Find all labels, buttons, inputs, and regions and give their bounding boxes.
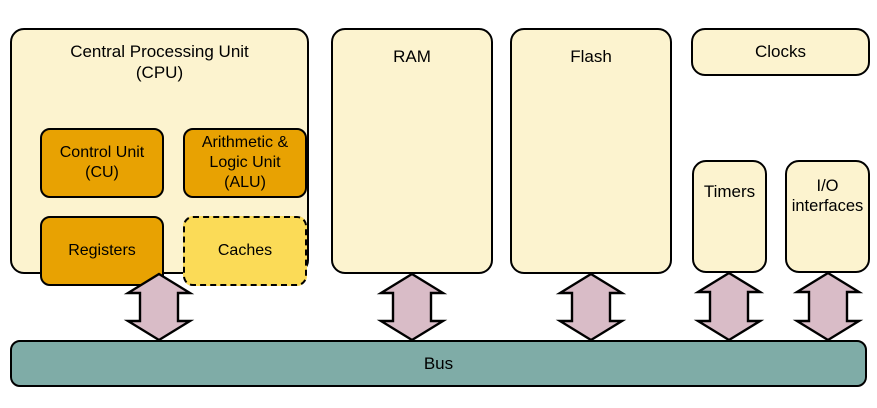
ram-label: RAM	[393, 47, 431, 66]
clocks-block: Clocks	[691, 28, 870, 76]
bus-label: Bus	[423, 353, 454, 373]
cpu-block-title: Central Processing Unit (CPU)	[70, 42, 249, 82]
registers-label: Registers	[68, 242, 136, 259]
arrow-ram-bus	[376, 272, 448, 342]
caches-block: Caches	[183, 216, 307, 286]
timers-label: Timers	[703, 182, 756, 201]
control-unit-label: Control Unit (CU)	[59, 144, 145, 181]
cpu-block: Central Processing Unit (CPU) Control Un…	[10, 28, 309, 286]
io-interfaces-label: I/O interfaces	[791, 177, 864, 216]
arrow-timers-bus	[693, 271, 765, 342]
registers-block: Registers	[40, 216, 164, 286]
alu-block: Arithmetic & Logic Unit (ALU)	[183, 128, 307, 198]
ram-block: RAM	[331, 28, 493, 274]
alu-label: Arithmetic & Logic Unit (ALU)	[201, 134, 289, 191]
arrow-io-bus	[792, 271, 864, 342]
timers-block: Timers	[692, 160, 767, 273]
bus-bar: Bus	[10, 340, 867, 387]
io-interfaces-block: I/O interfaces	[785, 160, 870, 273]
clocks-label: Clocks	[754, 41, 806, 61]
flash-block: Flash	[510, 28, 672, 274]
control-unit-block: Control Unit (CU)	[40, 128, 164, 198]
arrow-flash-bus	[555, 272, 627, 342]
caches-label: Caches	[217, 242, 273, 259]
flash-label: Flash	[570, 47, 612, 66]
